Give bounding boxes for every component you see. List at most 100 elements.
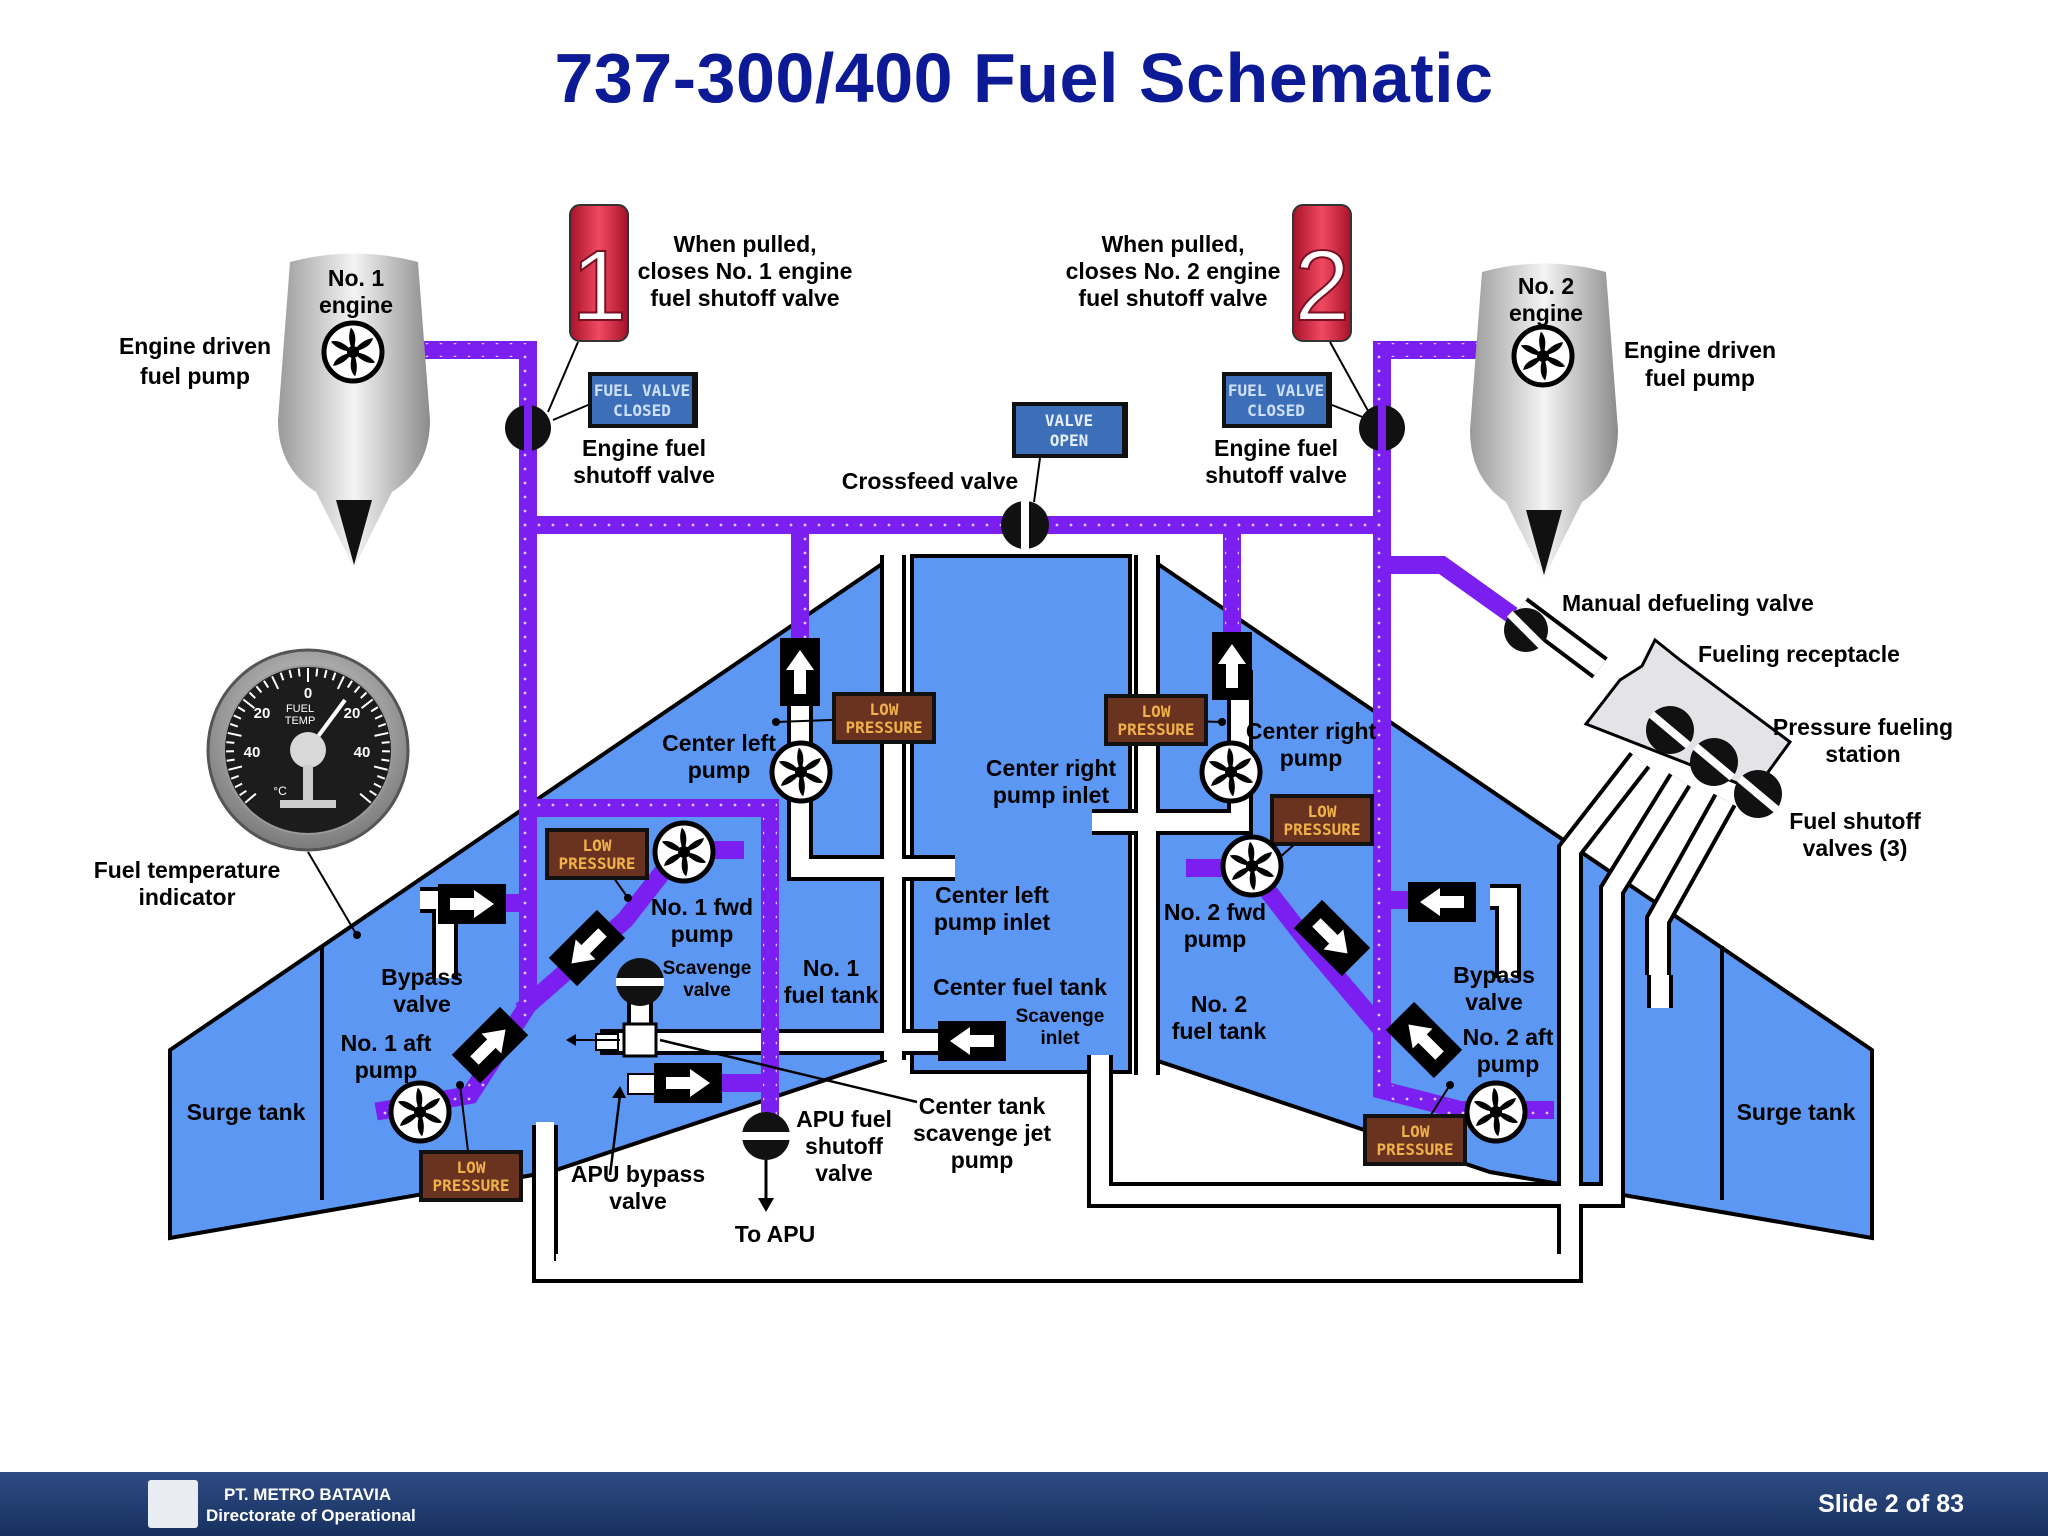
department-name: Directorate of Operational [206,1506,416,1525]
engine-1-shutoff-valve [505,404,551,452]
page-title: 737-300/400 Fuel Schematic [554,39,1494,117]
label-surge-right: Surge tank [1737,1099,1856,1125]
annunciator-valve-open: VALVE OPEN [1012,402,1128,503]
label-fueling-receptacle: Fueling receptacle [1698,641,1900,667]
svg-text:CLOSED: CLOSED [613,401,671,420]
company-name: PT. METRO BATAVIA [224,1485,392,1504]
svg-text:PRESSURE: PRESSURE [1283,820,1360,839]
footer-company: PT. METRO BATAVIA Directorate of Operati… [206,1484,416,1526]
svg-text:40: 40 [354,744,371,761]
engine-2-fire-handle[interactable]: 2 [1292,204,1373,419]
no2-aft-pump [1464,1080,1528,1144]
fuel-temperature-gauge: 0 20 40 20 40 FUEL TEMP °C [206,648,410,939]
svg-text:FUEL: FUEL [286,703,314,715]
engine-1 [278,253,430,568]
annunciator-fuel-valve-closed-left: FUEL VALVE CLOSED [552,372,698,428]
svg-text:40: 40 [244,744,261,761]
svg-text:°C: °C [273,784,287,798]
center-left-pump [769,740,833,804]
center-fuel-tank [910,554,1132,1074]
crossfeed-valve [1001,500,1049,550]
svg-text:PRESSURE: PRESSURE [432,1176,509,1195]
svg-text:FUEL VALVE: FUEL VALVE [594,381,690,400]
label-to-apu: To APU [735,1221,816,1247]
no2-fwd-pump [1220,834,1284,898]
svg-text:LOW: LOW [457,1158,486,1177]
engine-2-driven-pump [1511,324,1575,388]
no1-aft-pump [388,1080,452,1144]
svg-text:LOW: LOW [1142,702,1171,721]
svg-text:LOW: LOW [870,700,899,719]
slide-counter: Slide 2 of 83 [1818,1490,1964,1518]
label-surge-left: Surge tank [187,1099,306,1125]
arrow-scavenge-inlet [938,1021,1006,1061]
svg-text:OPEN: OPEN [1050,431,1089,450]
footer-bar: PT. METRO BATAVIA Directorate of Operati… [0,1472,2048,1536]
svg-text:LOW: LOW [1308,802,1337,821]
engine-2 [1470,263,1618,578]
svg-text:20: 20 [344,705,361,722]
svg-text:0: 0 [304,685,312,702]
arrow-bypass-left [438,884,506,924]
arrow-apu-bypass [654,1063,722,1103]
fuel-pumps [321,320,1575,1144]
arrow-bypass-right [1408,882,1476,922]
check-valves [438,632,1476,1103]
label-manual-defuel: Manual defueling valve [1562,590,1814,616]
center-right-pump [1199,740,1263,804]
label-crossfeed: Crossfeed valve [842,468,1018,494]
svg-text:LOW: LOW [583,836,612,855]
arrow-no2-fwd [1293,899,1371,977]
manual-defueling-valve [1504,608,1548,652]
fuel-schematic-diagram: 1 2 0 20 40 20 40 FUEL TEMP °C FUEL VALV… [94,204,1953,1283]
low-pressure-annunciators: LOWPRESSURELOWPRESSURELOWPRESSURELOWPRES… [419,692,1467,1202]
valves [505,404,1548,1160]
lever-1-number: 1 [571,230,627,342]
svg-text:TEMP: TEMP [285,715,316,727]
engine-2-shutoff-valve [1359,404,1405,452]
arrow-no2-aft [1385,1001,1463,1079]
svg-text:PRESSURE: PRESSURE [1376,1140,1453,1159]
engine-1-fire-handle[interactable]: 1 [547,204,629,413]
svg-text:CLOSED: CLOSED [1247,401,1305,420]
svg-text:20: 20 [254,705,271,722]
apu-fuel-shutoff-valve [742,1112,790,1160]
no1-fwd-pump [652,820,716,884]
arrow-center-right [1212,632,1252,700]
arrow-no1-aft [451,1006,529,1084]
pressure-fueling-station [1583,637,1793,818]
label-center-fuel-tank: Center fuel tank [933,974,1107,1000]
svg-text:LOW: LOW [1401,1122,1430,1141]
svg-text:PRESSURE: PRESSURE [1117,720,1194,739]
svg-text:FUEL VALVE: FUEL VALVE [1228,381,1324,400]
annunciator-fuel-valve-closed-right: FUEL VALVE CLOSED [1222,372,1371,428]
